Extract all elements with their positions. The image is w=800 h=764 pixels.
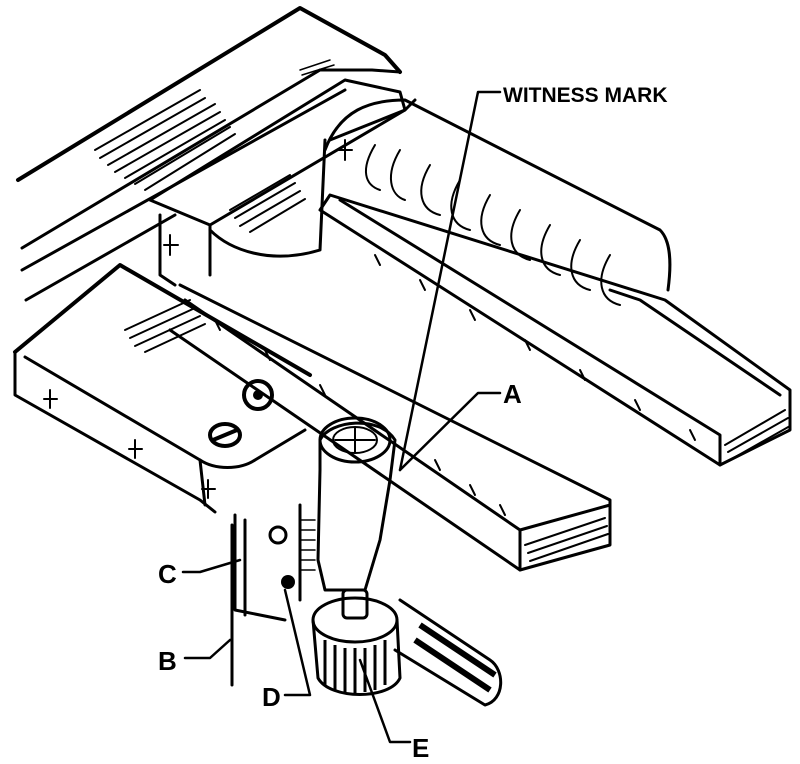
guide-bar-upper	[318, 98, 792, 467]
leader-d	[283, 588, 312, 697]
label-c: C	[158, 559, 177, 589]
clamp-assembly	[230, 416, 503, 707]
guide-bar-lower	[168, 283, 612, 572]
label-witness-mark: WITNESS MARK	[503, 84, 668, 107]
leader-b	[183, 638, 232, 660]
witness-mark-leader	[398, 90, 502, 472]
lock-knob-top-icon	[318, 416, 392, 464]
leader-c	[181, 558, 242, 574]
label-b: B	[158, 646, 177, 676]
slotted-screw-icon	[208, 422, 242, 448]
label-d: D	[262, 682, 281, 712]
leader-a	[398, 391, 502, 472]
table-extension	[13, 263, 312, 514]
label-e: E	[412, 733, 429, 763]
knurled-knob-icon	[311, 596, 399, 644]
label-a: A	[503, 379, 522, 409]
leader-lines	[181, 90, 502, 744]
cap-screw-icon	[242, 379, 274, 411]
leader-e	[358, 658, 412, 744]
